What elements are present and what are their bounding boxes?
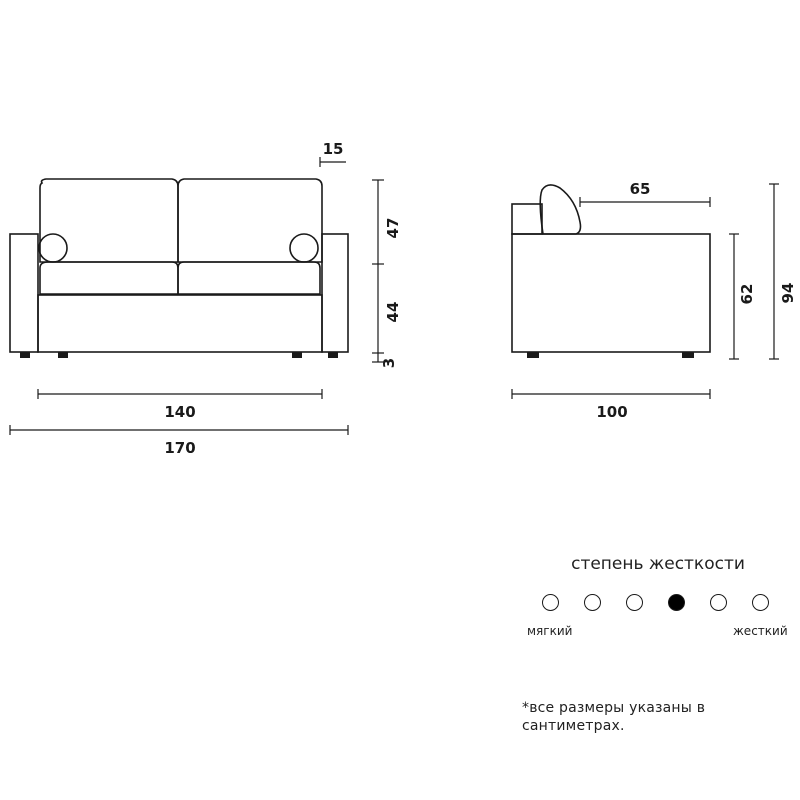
leg [58, 352, 68, 358]
dim-total-height: 94 [779, 283, 797, 304]
sofa-base [37, 294, 323, 353]
firmness-min-label: мягкий [527, 624, 573, 638]
dim-pillow-offset: 15 [323, 140, 344, 158]
back-cushion-left [39, 178, 179, 263]
firmness-dot [626, 594, 643, 611]
firmness-title: степень жесткости [571, 554, 745, 574]
firmness-scale [542, 594, 774, 614]
leg [20, 352, 30, 358]
side-view: 65 62 94 100 [511, 180, 797, 421]
seat-cushion-right [177, 261, 321, 295]
firmness-dot [752, 594, 769, 611]
firmness-dot [710, 594, 727, 611]
dim-inner-width: 140 [164, 403, 195, 421]
leg [682, 352, 694, 358]
dim-overall-width: 170 [164, 439, 195, 457]
dim-seat-depth: 65 [630, 180, 651, 198]
side-body [511, 233, 711, 353]
firmness-dot [584, 594, 601, 611]
firmness-max-label: жесткий [733, 624, 788, 638]
leg [292, 352, 302, 358]
side-back-cushion [539, 184, 582, 235]
dim-leg-height: 3 [380, 358, 398, 368]
seat-cushion-left [39, 261, 179, 295]
dim-arm-height: 62 [738, 284, 756, 305]
leg [328, 352, 338, 358]
dim-back-height: 47 [384, 218, 402, 239]
right-armrest [321, 233, 349, 353]
bolster-pillow-right [289, 233, 319, 263]
leg [527, 352, 539, 358]
dim-seat-height: 44 [384, 302, 402, 323]
firmness-dot-selected [668, 594, 685, 611]
left-armrest [9, 233, 39, 353]
dim-depth: 100 [596, 403, 627, 421]
back-cushion-right [177, 178, 323, 263]
bolster-pillow-left [38, 233, 68, 263]
units-note: *все размеры указаны в сантиметрах. [522, 700, 706, 734]
side-back [511, 203, 543, 235]
firmness-dot [542, 594, 559, 611]
front-view: 15 47 44 3 140 170 [9, 140, 402, 457]
